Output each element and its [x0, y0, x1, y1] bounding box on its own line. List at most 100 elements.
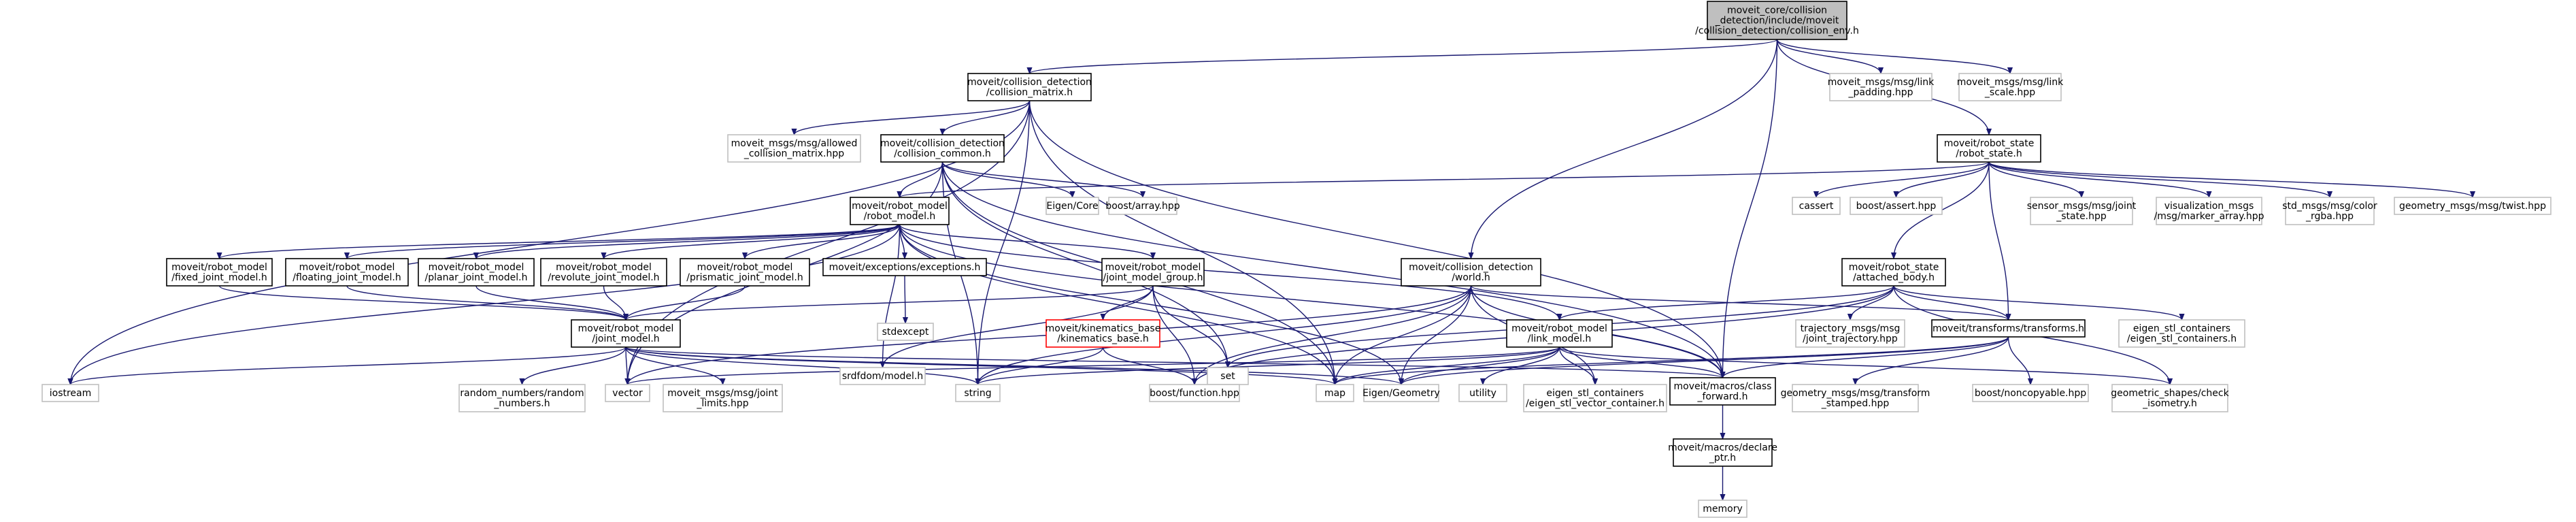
node-joint-model-group[interactable]: moveit/robot_model/joint_model_group.h	[1101, 258, 1205, 287]
node-revolute-joint[interactable]: moveit/robot_model/revolute_joint_model.…	[540, 258, 667, 287]
node-eigen-stl-vector: eigen_stl_containers/eigen_stl_vector_co…	[1523, 384, 1667, 412]
node-label: /eigen_stl_containers.h	[2127, 333, 2237, 344]
node-joint-model[interactable]: moveit/robot_model/joint_model.h	[571, 319, 681, 348]
edge-line	[978, 100, 1031, 385]
node-label: /robot_model.h	[864, 211, 936, 222]
edge-line	[475, 285, 626, 321]
node-allowed-collision-matrix: moveit_msgs/msg/allowed_collision_matrix…	[727, 134, 861, 163]
node-world[interactable]: moveit/collision_detection/world.h	[1401, 258, 1541, 287]
dependency-edge	[1470, 285, 2009, 321]
node-label: geometry_msgs/msg/transform	[1781, 388, 1930, 399]
node-label: moveit/robot_model	[556, 262, 652, 273]
dependency-edge	[900, 161, 1990, 198]
node-label: memory	[1703, 504, 1743, 515]
dependency-edge	[626, 346, 628, 385]
edge-line	[626, 285, 1154, 321]
dependency-edge	[1028, 100, 1335, 385]
node-eigen-geometry: Eigen/Geometry	[1362, 384, 1440, 402]
dependency-edge	[941, 161, 1228, 368]
node-planar-joint[interactable]: moveit/robot_model/planar_joint_model.h	[418, 258, 535, 287]
dependency-edge	[1030, 39, 1778, 74]
node-kinematics-base[interactable]: moveit/kinematics_base/kinematics_base.h	[1046, 319, 1161, 348]
node-box	[1458, 384, 1507, 402]
node-box	[2118, 319, 2245, 348]
node-label: random_numbers/random	[460, 388, 584, 399]
node-box	[1046, 319, 1160, 348]
node-label: /msg/marker_array.hpp	[2154, 211, 2264, 222]
dependency-edge	[941, 161, 1723, 378]
node-class-forward[interactable]: moveit/macros/class_forward.h	[1669, 377, 1776, 406]
edge-line	[1470, 285, 2009, 321]
node-label: /robot_state.h	[1956, 148, 2022, 159]
node-box	[680, 258, 810, 287]
node-label: moveit/collision_detection	[1409, 262, 1533, 273]
dependency-edge	[899, 224, 1723, 378]
edge-line	[899, 224, 1402, 385]
dependency-edge	[978, 346, 1104, 385]
edge-line	[1816, 161, 1990, 198]
node-collision-env[interactable]: moveit_core/collision_detection/include/…	[1695, 1, 1859, 40]
node-label: moveit/robot_model	[697, 262, 793, 273]
edge-line	[1850, 285, 1894, 321]
edge-line	[883, 224, 901, 368]
node-label: /world.h	[1452, 272, 1490, 283]
edge-line	[1776, 39, 1881, 74]
edge-line	[1401, 336, 2009, 385]
node-robot-state[interactable]: moveit/robot_state/robot_state.h	[1937, 134, 2041, 163]
node-fixed-joint[interactable]: moveit/robot_model/fixed_joint_model.h	[166, 258, 273, 287]
node-iostream: iostream	[41, 384, 99, 402]
node-label: /kinematics_base.h	[1057, 333, 1148, 344]
edge-line	[625, 346, 1401, 385]
node-label: moveit/collision_detection	[967, 77, 1092, 88]
node-declare-ptr[interactable]: moveit/macros/declare_ptr.h	[1668, 438, 1777, 467]
node-color-rgba: std_msgs/msg/color_rgba.hpp	[2282, 197, 2377, 225]
dependency-edge	[625, 346, 723, 385]
edge-line	[626, 346, 628, 385]
node-label: vector	[612, 388, 643, 399]
node-collision-common[interactable]: moveit/collision_detection/collision_com…	[880, 134, 1005, 163]
dependency-edge	[626, 285, 1154, 321]
dependency-edge	[628, 346, 1560, 385]
dependency-edge	[1558, 346, 1723, 378]
edge-line	[1988, 161, 2081, 198]
node-box	[1795, 319, 1905, 348]
node-collision-matrix[interactable]: moveit/collision_detection/collision_mat…	[967, 73, 1092, 101]
node-robot-model[interactable]: moveit/robot_model/robot_model.h	[850, 197, 950, 225]
dependency-edge	[1335, 346, 1560, 385]
node-exceptions[interactable]: moveit/exceptions/exceptions.h	[822, 258, 987, 276]
node-link-model[interactable]: moveit/robot_model/link_model.h	[1506, 319, 1613, 348]
node-box	[571, 319, 681, 348]
node-label: /eigen_stl_vector_container.h	[1526, 398, 1665, 409]
dependency-nodes: moveit_core/collision_detection/include/…	[41, 1, 2552, 518]
edge-line	[522, 346, 626, 385]
node-box	[1506, 319, 1613, 348]
edge-line	[1893, 285, 2182, 321]
node-box	[1316, 384, 1354, 402]
node-attached-body[interactable]: moveit/robot_state/attached_body.h	[1841, 258, 1946, 287]
node-box	[1207, 367, 1249, 385]
dependency-edge	[1988, 161, 2209, 198]
node-label: eigen_stl_containers	[2133, 323, 2230, 334]
node-transforms[interactable]: moveit/transforms/transforms.h	[1931, 319, 2086, 338]
edge-line	[899, 224, 1154, 259]
dependency-edge	[1816, 161, 1990, 198]
node-box	[1841, 258, 1946, 287]
dependency-edge	[978, 346, 1560, 385]
edge-line	[604, 224, 901, 259]
edge-line	[1893, 285, 2009, 321]
node-label: /collision_common.h	[894, 148, 991, 159]
dependency-edge	[1850, 285, 1894, 321]
node-label: moveit/macros/declare	[1668, 442, 1777, 453]
node-box	[967, 73, 1092, 101]
node-box	[2285, 197, 2375, 225]
node-label: boost/array.hpp	[1105, 201, 1180, 212]
edge-line	[978, 346, 1104, 385]
node-label: cassert	[1799, 201, 1834, 212]
node-prismatic-joint[interactable]: moveit/robot_model/prismatic_joint_model…	[680, 258, 810, 287]
dependency-edge	[1988, 161, 2009, 320]
node-box	[1673, 438, 1773, 467]
node-label: /joint_model_group.h	[1103, 272, 1203, 283]
edge-line	[941, 161, 1228, 368]
node-floating-joint[interactable]: moveit/robot_model/floating_joint_model.…	[285, 258, 409, 287]
node-trajectory: trajectory_msgs/msg/joint_trajectory.hpp	[1795, 319, 1905, 348]
